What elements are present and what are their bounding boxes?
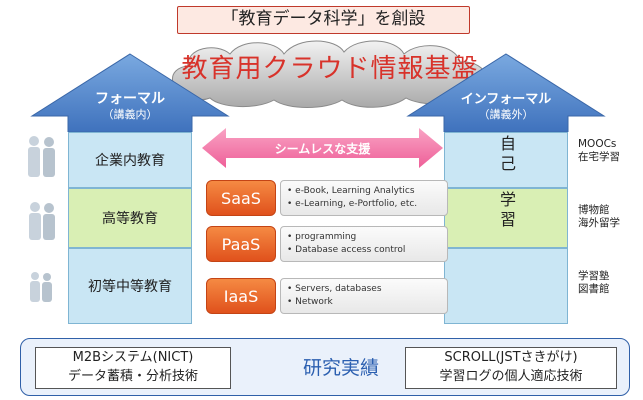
side-label-line: 図書館 [578, 283, 610, 295]
iaas-item: Servers, databases [287, 283, 441, 296]
right-arrow-sub: （講義外） [478, 108, 534, 121]
scroll-title: SCROLL(JSTさきがけ) [444, 350, 578, 365]
title-box: 「教育データ科学」を創設 [177, 6, 470, 34]
paas-item: Database access control [287, 244, 441, 257]
side-label-cram-school: 学習塾 図書館 [578, 270, 610, 296]
cloud-shape [172, 40, 487, 108]
child-people-icon [30, 272, 52, 302]
iaas-description: Servers, databases Network [280, 278, 448, 314]
iaas-item: Network [287, 296, 441, 309]
side-label-mooc: MOOCs 在宅学習 [578, 138, 620, 164]
saas-item: e-Book, Learning Analytics [287, 185, 441, 198]
research-results-label: 研究実績 [302, 357, 379, 379]
vertical-text-self: 自己 [497, 135, 516, 175]
vertical-text-learning: 学習 [497, 191, 516, 231]
cloud-banner: 教育用クラウド情報基盤 [160, 34, 500, 110]
saas-description: e-Book, Learning Analytics e-Learning, e… [280, 180, 448, 216]
cell-self-learning-top: 自己 [444, 132, 568, 188]
left-arrow-heading: フォーマル [95, 91, 165, 107]
cell-self-learning-bottom [444, 248, 568, 324]
student-people-icon [29, 202, 55, 240]
scroll-description: 学習ログの個人適応技術 [439, 369, 583, 384]
cell-corporate-education: 企業内教育 [68, 132, 192, 188]
paas-badge: PaaS [206, 226, 276, 262]
adult-people-icon [28, 136, 55, 177]
side-label-line: MOOCs [578, 138, 617, 150]
left-arrow-sub: （講義内） [102, 108, 158, 121]
right-arrow-head [406, 53, 606, 132]
m2b-title: M2Bシステム(NICT) [72, 350, 194, 365]
cell-self-learning-mid: 学習 [444, 188, 568, 248]
left-arrow-head [30, 53, 230, 132]
side-label-line: 博物館 [578, 204, 610, 216]
cloud-label: 教育用クラウド情報基盤 [181, 54, 479, 84]
cell-higher-education: 高等教育 [68, 188, 192, 248]
side-label-museum: 博物館 海外留学 [578, 204, 620, 230]
research-results-panel: M2Bシステム(NICT) データ蓄積・分析技術 研究実績 SCROLL(JST… [20, 338, 630, 396]
saas-badge: SaaS [206, 180, 276, 216]
paas-description: programming Database access control [280, 226, 448, 262]
right-arrow-heading: インフォーマル [460, 92, 552, 107]
side-label-line: 海外留学 [578, 217, 620, 229]
scroll-system-box: SCROLL(JSTさきがけ) 学習ログの個人適応技術 [405, 347, 617, 389]
paas-item: programming [287, 231, 441, 244]
iaas-badge: IaaS [206, 278, 276, 314]
seamless-label: シームレスな支援 [274, 142, 371, 156]
side-label-line: 在宅学習 [578, 151, 620, 163]
m2b-description: データ蓄積・分析技術 [67, 369, 198, 384]
saas-item: e-Learning, e-Portfolio, etc. [287, 198, 441, 211]
m2b-system-box: M2Bシステム(NICT) データ蓄積・分析技術 [35, 347, 231, 389]
seamless-double-arrow [202, 128, 443, 168]
cell-primary-secondary-education: 初等中等教育 [68, 248, 192, 324]
side-label-line: 学習塾 [578, 270, 610, 282]
